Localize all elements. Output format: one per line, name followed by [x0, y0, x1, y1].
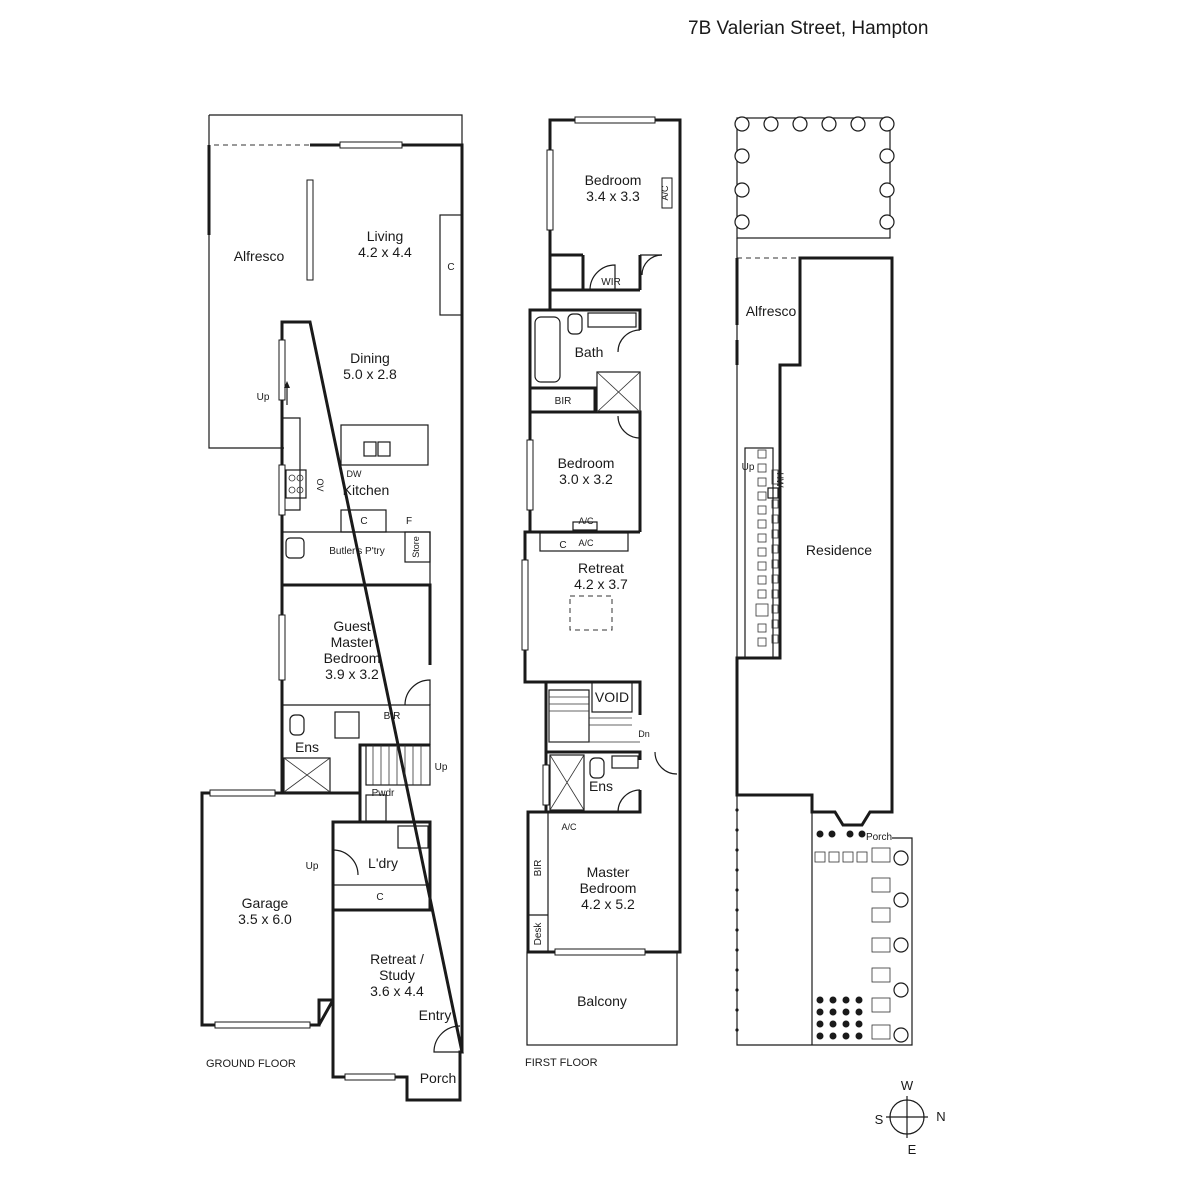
- retreat-cupboard-label: C: [559, 540, 566, 551]
- room-bedroom2-size: 3.0 x 3.2: [559, 471, 613, 487]
- stairs-up-label: Up: [435, 762, 448, 773]
- room-butlers-pantry: Butler's P'try: [329, 546, 385, 557]
- room-laundry: L'dry: [368, 855, 398, 871]
- compass-west: W: [901, 1078, 914, 1093]
- room-master-bir: BIR: [533, 860, 544, 877]
- garage-up-label: Up: [306, 861, 319, 872]
- room-dining-name: Dining: [350, 350, 390, 366]
- room-kitchen: Kitchen: [343, 482, 390, 498]
- room-dining-size: 5.0 x 2.8: [343, 366, 397, 382]
- room-master-line1: Master: [587, 864, 630, 880]
- room-retreat-line1: Retreat /: [370, 951, 424, 967]
- room-ground-porch: Porch: [420, 1070, 457, 1086]
- site-front-steps: [814, 847, 891, 1040]
- site-boundary-posts: [735, 808, 739, 1032]
- first-floor-plan: Bedroom 3.4 x 3.3 A/C WIR Bath BIR Bedro…: [521, 116, 682, 1069]
- room-retreat-line2: Study: [379, 967, 415, 983]
- room-living-name: Living: [367, 228, 404, 244]
- room-first-retreat-size: 4.2 x 3.7: [574, 576, 628, 592]
- site-shrubs: [734, 116, 909, 1043]
- room-store: Store: [411, 536, 421, 558]
- bedroom2-ac-label: A/C: [578, 516, 594, 526]
- ground-stairs: [365, 744, 431, 786]
- site-paving: [744, 447, 779, 659]
- room-first-retreat-name: Retreat: [578, 560, 624, 576]
- compass-rose: W N S E: [875, 1078, 946, 1157]
- bathtub: [534, 316, 561, 383]
- room-master-size: 4.2 x 5.2: [581, 896, 635, 912]
- compass-east: E: [908, 1142, 917, 1157]
- site-hw-label: HW: [775, 473, 785, 488]
- master-ac-label: A/C: [561, 822, 577, 832]
- room-garage-size: 3.5 x 6.0: [238, 911, 292, 927]
- room-balcony: Balcony: [577, 993, 627, 1009]
- room-master-line2: Bedroom: [580, 880, 637, 896]
- dishwasher-label: DW: [347, 469, 362, 479]
- ground-floor-plan: Alfresco Living 4.2 x 4.4 C Dining 5.0 x…: [200, 114, 464, 1102]
- room-bedroom1-size: 3.4 x 3.3: [586, 188, 640, 204]
- retreat-ac-label: A/C: [578, 538, 594, 548]
- room-guest-line1: Guest: [333, 618, 370, 634]
- room-guest-size: 3.9 x 3.2: [325, 666, 379, 682]
- kitchen-cupboard-label: C: [360, 516, 367, 527]
- room-first-ens: Ens: [589, 778, 613, 794]
- compass-north: N: [936, 1109, 945, 1124]
- fridge-label: F: [406, 516, 412, 527]
- stairs-down-label: Dn: [638, 729, 650, 739]
- room-wir: WIR: [601, 277, 620, 288]
- oven-label: OV: [315, 478, 325, 491]
- room-first-bir: BIR: [555, 396, 572, 407]
- room-bedroom1-name: Bedroom: [585, 172, 642, 188]
- room-living-size: 4.2 x 4.4: [358, 244, 412, 260]
- site-garden-bed: [816, 830, 866, 1040]
- cooktop: [285, 469, 307, 499]
- site-garden: [736, 117, 891, 239]
- room-void: VOID: [595, 689, 629, 705]
- site-up-label: Up: [742, 462, 755, 473]
- room-entry: Entry: [419, 1007, 452, 1023]
- first-stairs: [548, 689, 640, 743]
- laundry-cupboard-label: C: [376, 892, 383, 903]
- room-garage-name: Garage: [242, 895, 289, 911]
- room-ground-bir: BIR: [384, 711, 401, 722]
- room-pwdr: Pwdr: [372, 788, 395, 799]
- bedroom1-ac-label: A/C: [660, 185, 670, 201]
- compass-south: S: [875, 1112, 884, 1127]
- retreat-skylight: [569, 595, 613, 631]
- property-address: 7B Valerian Street, Hampton: [688, 18, 928, 39]
- ground-alfresco-outline: [208, 114, 463, 449]
- room-bath: Bath: [575, 344, 604, 360]
- site-alfresco-label: Alfresco: [746, 303, 797, 319]
- site-porch-label: Porch: [866, 832, 892, 843]
- kitchen-island: [340, 424, 429, 466]
- ground-pwdr-wall: [282, 743, 430, 822]
- room-ground-ens: Ens: [295, 739, 319, 755]
- ground-floor-caption: GROUND FLOOR: [206, 1058, 296, 1070]
- site-residence-label: Residence: [806, 542, 872, 558]
- site-plan: Alfresco Up HW Residence Porch: [734, 116, 913, 1046]
- room-desk: Desk: [533, 922, 544, 946]
- room-ground-alfresco: Alfresco: [234, 248, 285, 264]
- room-guest-line3: Bedroom: [324, 650, 381, 666]
- ground-up-label: Up: [257, 392, 270, 403]
- living-cupboard: [439, 214, 463, 316]
- first-floor-caption: FIRST FLOOR: [525, 1057, 598, 1069]
- room-retreat-size: 3.6 x 4.4: [370, 983, 424, 999]
- room-guest-line2: Master: [331, 634, 374, 650]
- room-bedroom2-name: Bedroom: [558, 455, 615, 471]
- living-cupboard-label: C: [447, 262, 454, 273]
